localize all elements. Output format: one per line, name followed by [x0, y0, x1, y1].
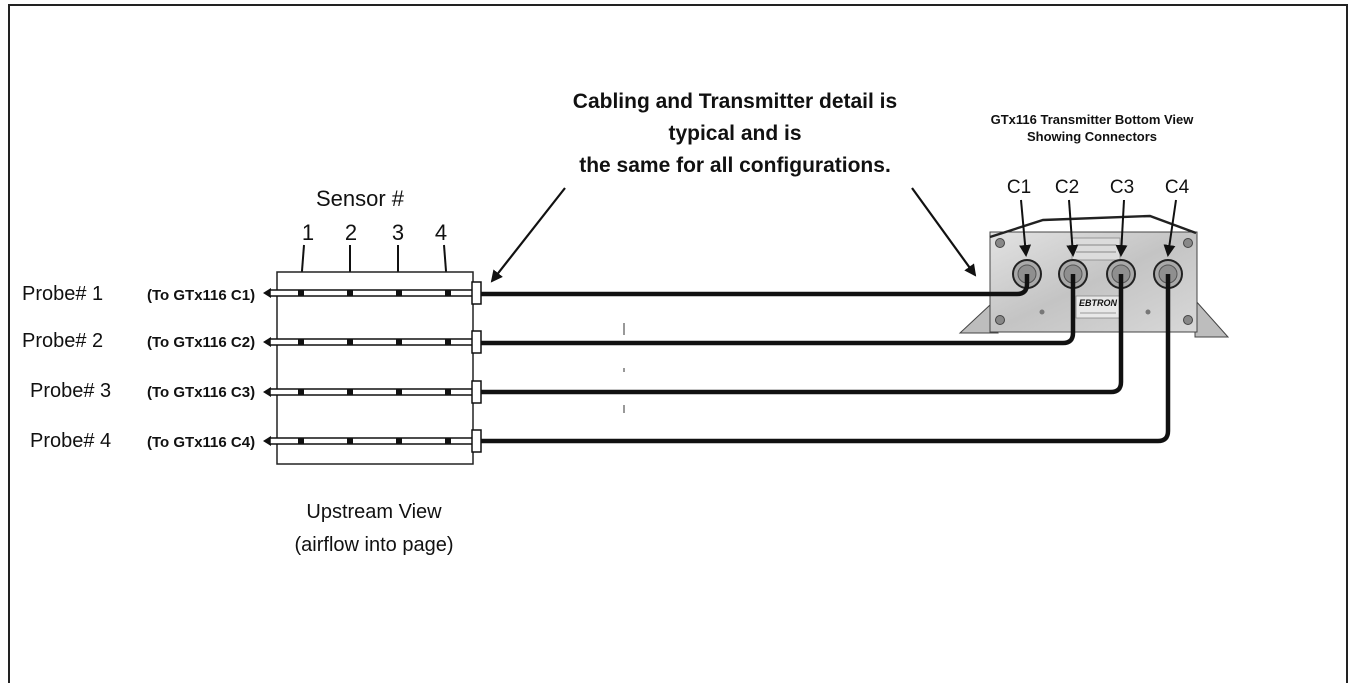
cable-probe-3-to-c3 [481, 274, 1124, 395]
sensor-header-title: Sensor # [316, 186, 405, 211]
transmitter-body: EBTRON [958, 214, 1230, 338]
diagram-frame [8, 4, 1348, 683]
connector-arrow-c4 [1163, 199, 1177, 257]
sensor-number-1: 1 [302, 220, 314, 245]
sensor-number-2: 2 [345, 220, 357, 245]
probe-sensor-3-3 [396, 389, 402, 395]
probe-tip-3 [263, 387, 271, 397]
probe-sensor-1-3 [396, 290, 402, 296]
probe-row-3: Probe# 3 (To GTx116 C3) [30, 380, 482, 404]
probe-tip-4 [263, 436, 271, 446]
probe-sensor-2-3 [396, 339, 402, 345]
cable-probe-2-to-c2 [481, 274, 1076, 346]
probe-label-2: Probe# 2 [22, 330, 103, 352]
connector-label-c1: C1 [1007, 177, 1031, 198]
cable-probe-4-to-c4 [481, 274, 1171, 444]
connector-arrow-c1 [1019, 199, 1032, 257]
probe-sensor-4-2 [347, 438, 353, 444]
probe-sensor-3-1 [298, 389, 304, 395]
screw-icon [995, 238, 1005, 248]
probe-label-4: Probe# 4 [30, 430, 111, 452]
probe-row-1: Probe# 1 (To GTx116 C1) [22, 281, 482, 305]
connector-arrow-c3 [1115, 199, 1128, 257]
screw-icon [1145, 309, 1151, 315]
note-line-2: typical and is [668, 122, 801, 145]
probe-label-1: Probe# 1 [22, 283, 103, 305]
probe-target-3: (To GTx116 C3) [147, 384, 255, 401]
view-caption-line-2: (airflow into page) [295, 534, 454, 556]
cables [481, 274, 1171, 444]
connector-label-c3: C3 [1110, 177, 1134, 198]
probe-sensor-1-4 [445, 290, 451, 296]
probe-sensor-2-4 [445, 339, 451, 345]
connector-labels: C1 C2 C3 C4 [1007, 177, 1190, 198]
transmitter-flange-right [1194, 298, 1230, 338]
probe-target-2: (To GTx116 C2) [147, 334, 255, 351]
probe-connector-2 [471, 330, 482, 354]
sensor-number-3: 3 [392, 220, 404, 245]
note-line-3: the same for all configurations. [579, 154, 891, 177]
note-arrow-right [911, 187, 977, 277]
probe-array-box [276, 271, 474, 465]
note-line-1: Cabling and Transmitter detail is [573, 90, 897, 113]
probe-target-4: (To GTx116 C4) [147, 434, 255, 451]
probe-sensor-4-4 [445, 438, 451, 444]
probe-sensor-2-1 [298, 339, 304, 345]
screw-icon [1183, 238, 1193, 248]
transmitter-title-line-2: Showing Connectors [1027, 129, 1157, 144]
probe-row-2: Probe# 2 (To GTx116 C2) [22, 330, 482, 354]
transmitter-brand-text: EBTRON [1079, 298, 1118, 308]
probe-row-4: Probe# 4 (To GTx116 C4) [30, 429, 482, 453]
transmitter-title-line-1: GTx116 Transmitter Bottom View [991, 112, 1195, 127]
connector-label-c2: C2 [1055, 177, 1079, 198]
connector-label-c4: C4 [1165, 177, 1190, 198]
probe-sensor-1-1 [298, 290, 304, 296]
probe-connector-3 [471, 380, 482, 404]
probe-connector-1 [471, 281, 482, 305]
probe-tip-2 [263, 337, 271, 347]
transmitter-label-sticker [1071, 237, 1121, 261]
probe-sensor-4-1 [298, 438, 304, 444]
probe-target-1: (To GTx116 C1) [147, 287, 255, 304]
probe-sensor-3-4 [445, 389, 451, 395]
probe-sensor-4-3 [396, 438, 402, 444]
note-text: Cabling and Transmitter detail is typica… [573, 90, 897, 177]
probe-sensor-3-2 [347, 389, 353, 395]
probe-tip-1 [263, 288, 271, 298]
note-arrow-left [490, 187, 566, 283]
probe-sensor-1-2 [347, 290, 353, 296]
connector-arrow-c2 [1066, 199, 1079, 257]
screw-icon [995, 315, 1005, 325]
sensor-numbers: 1 2 3 4 [302, 220, 447, 245]
probe-connector-4 [471, 429, 482, 453]
cable-probe-1-to-c1 [481, 274, 1030, 297]
sensor-number-4: 4 [435, 220, 447, 245]
screw-icon [1039, 309, 1045, 315]
probe-sensor-2-2 [347, 339, 353, 345]
view-caption-line-1: Upstream View [306, 501, 442, 523]
screw-icon [1183, 315, 1193, 325]
connector-arrows [1019, 199, 1177, 257]
probe-label-3: Probe# 3 [30, 380, 111, 402]
